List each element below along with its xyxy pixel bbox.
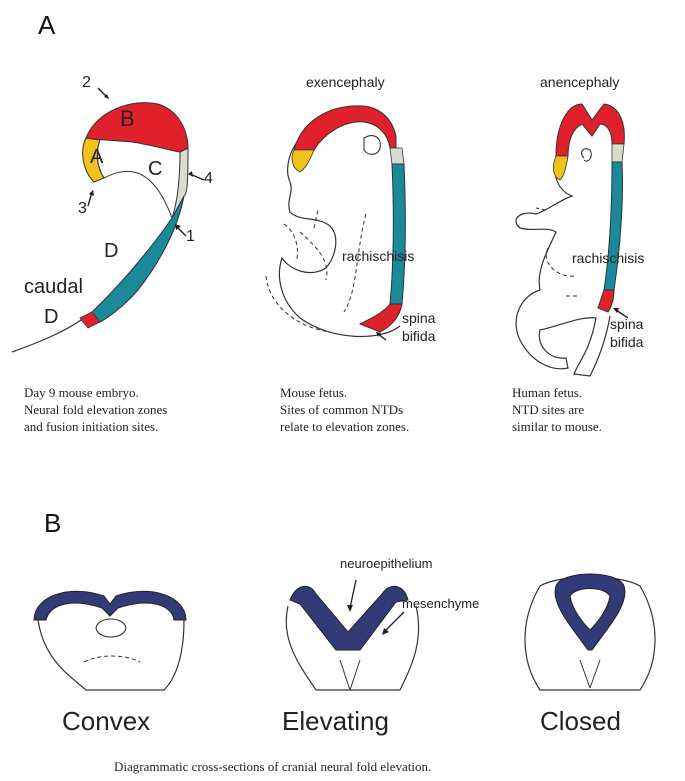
human-bifida-label: bifida xyxy=(610,334,643,350)
neuroepithelium-pointer xyxy=(350,580,356,608)
mouse-caption-line-3: relate to elevation zones. xyxy=(280,418,409,435)
closed-label: Closed xyxy=(540,706,621,737)
mesenchyme-label: mesenchyme xyxy=(402,596,479,611)
mouse-zone-a-yellow xyxy=(292,150,314,172)
human-caption: Human fetus. NTD sites are similar to mo… xyxy=(512,384,602,435)
mouse-rachischisis-teal xyxy=(390,164,405,304)
mesenchyme-pointer-head xyxy=(382,628,389,635)
human-spina-bifida-red xyxy=(598,290,614,312)
panel-b-letter: B xyxy=(44,508,61,539)
zone-d-caudal-label: D xyxy=(44,306,58,329)
human-caption-line-3: similar to mouse. xyxy=(512,418,602,435)
convex-section-drawing xyxy=(34,591,186,690)
convex-label: Convex xyxy=(62,706,150,737)
zone-c-label: C xyxy=(148,158,162,181)
mesenchyme-pointer xyxy=(384,612,404,632)
elevating-neuroepithelium xyxy=(290,586,408,650)
zone-d-label: D xyxy=(104,240,118,263)
site-3-label: 3 xyxy=(78,200,87,218)
mouse-caption-line-1: Mouse fetus. xyxy=(280,384,409,401)
anencephaly-label: anencephaly xyxy=(540,74,619,90)
mouse-caption: Mouse fetus. Sites of common NTDs relate… xyxy=(280,384,409,435)
mouse-spina-bifida-red xyxy=(360,304,402,332)
mouse-spina-label: spina xyxy=(402,310,435,326)
closed-neural-tube xyxy=(555,574,625,650)
mouse-zone-c-grey xyxy=(390,148,404,164)
convex-neuroepithelium xyxy=(34,591,186,620)
closed-section-drawing xyxy=(525,574,655,690)
mouse-embryo-drawing xyxy=(12,88,204,352)
mouse-fetus-ear xyxy=(364,136,380,155)
human-rachischisis-teal xyxy=(604,162,623,290)
embryo-caption-line-3: and fusion initiation sites. xyxy=(24,418,167,435)
embryo-caption-line-1: Day 9 mouse embryo. xyxy=(24,384,167,401)
mouse-fetus-drawing xyxy=(266,106,405,340)
panel-b-caption: Diagrammatic cross-sections of cranial n… xyxy=(114,758,431,775)
zone-b-label: B xyxy=(120,106,135,132)
elevating-label: Elevating xyxy=(282,706,389,737)
mouse-fetus-limb xyxy=(266,210,366,332)
embryo-caption-line-2: Neural fold elevation zones xyxy=(24,401,167,418)
zone-a-label: A xyxy=(90,146,103,169)
convex-dashed-line xyxy=(84,656,140,662)
convex-outline xyxy=(38,620,184,690)
site-1-label: 1 xyxy=(186,228,195,246)
site-4-label: 4 xyxy=(204,170,213,188)
neuroepithelium-pointer-head xyxy=(347,605,353,612)
human-zone-c-grey xyxy=(612,144,624,162)
human-caption-line-1: Human fetus. xyxy=(512,384,602,401)
elevating-section-drawing xyxy=(286,580,418,690)
zone-b-red xyxy=(86,103,188,152)
human-spina-label: spina xyxy=(610,316,643,332)
human-zone-a-yellow xyxy=(553,156,568,180)
closed-mesenchyme-lines xyxy=(580,660,600,688)
convex-notochord xyxy=(96,619,126,637)
site-4-arrowhead xyxy=(188,171,193,177)
mouse-rachischisis-label: rachischisis xyxy=(342,248,414,264)
site-2-label: 2 xyxy=(82,74,91,92)
human-spina-arrowhead xyxy=(613,308,619,313)
caudal-label: caudal xyxy=(24,276,83,299)
embryo-caption: Day 9 mouse embryo. Neural fold elevatio… xyxy=(24,384,167,435)
elevating-mesenchyme-lines xyxy=(340,660,360,690)
mouse-caption-line-2: Sites of common NTDs xyxy=(280,401,409,418)
human-rachischisis-label: rachischisis xyxy=(572,250,644,266)
site-1-arrowhead xyxy=(175,224,181,230)
neuroepithelium-label: neuroepithelium xyxy=(340,556,433,571)
human-fetus-ear xyxy=(582,149,592,161)
exencephaly-label: exencephaly xyxy=(306,74,385,90)
mouse-bifida-label: bifida xyxy=(402,328,435,344)
human-caption-line-2: NTD sites are xyxy=(512,401,602,418)
